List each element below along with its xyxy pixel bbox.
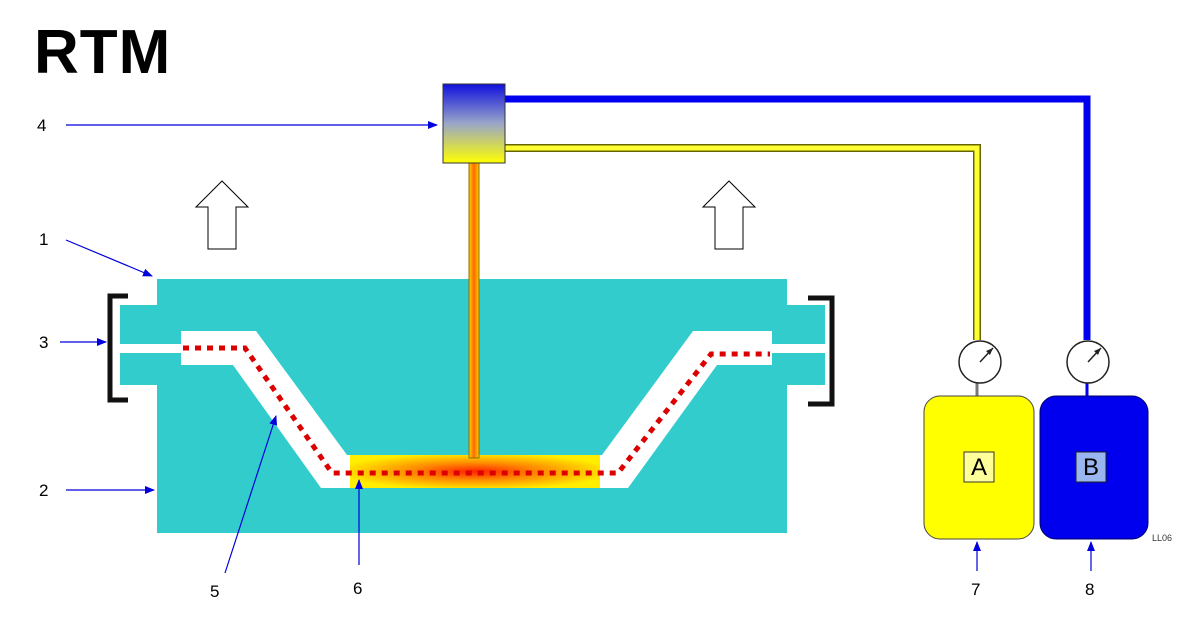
left-parting-gap [118, 344, 182, 353]
callout-arrow-5 [224, 415, 278, 574]
mould-cavity [181, 331, 772, 488]
credit-label: LL06 [1152, 533, 1172, 543]
gauge-a-icon [958, 340, 1002, 398]
resin-b-supply-line [505, 95, 1091, 340]
diagram-title: RTM [34, 18, 172, 87]
lift-arrow-left-icon [194, 180, 250, 250]
mixing-head [442, 83, 506, 164]
lift-arrow-right-icon [701, 180, 757, 250]
tank-b-label: B [1083, 454, 1099, 481]
resin-a-supply-line [505, 144, 981, 340]
tank-a: A [923, 395, 1035, 540]
callout-arrows [60, 121, 1095, 574]
right-clamp [808, 295, 835, 407]
callout-arrow-1 [65, 239, 153, 277]
callout-8: 8 [1085, 580, 1094, 599]
callout-7: 7 [971, 580, 980, 599]
callout-3: 3 [39, 333, 48, 352]
fibre-reinforcement [183, 345, 770, 476]
right-parting-gap [772, 344, 828, 353]
callout-2: 2 [39, 481, 48, 500]
callout-1: 1 [39, 230, 48, 249]
resin-filled-zone [350, 455, 600, 488]
mould [118, 279, 828, 533]
callout-6: 6 [353, 579, 362, 598]
injection-feed-line [468, 161, 480, 459]
tank-b: B [1039, 395, 1149, 540]
left-clamp [107, 293, 128, 403]
tank-a-label: A [971, 454, 987, 481]
gauge-b-icon [1066, 340, 1110, 398]
callout-5: 5 [210, 582, 219, 601]
callout-4: 4 [37, 116, 46, 135]
